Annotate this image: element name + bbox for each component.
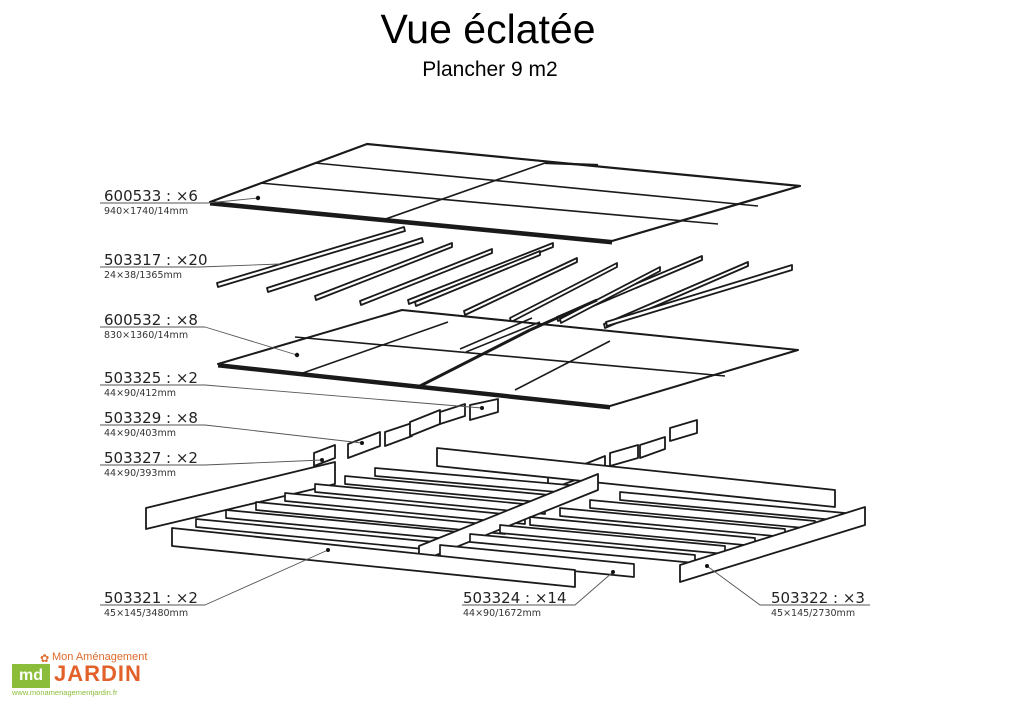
part-label-503324: 503324 : ×14 44×90/1672mm [463, 590, 567, 619]
brand-logo: ✿ Mon Aménagement md JARDIN www.monamena… [10, 650, 147, 700]
part-code: 503329 : ×8 [104, 409, 198, 427]
part-dimensions: 830×1360/14mm [104, 330, 189, 341]
part-label-600532: 600532 : ×8 830×1360/14mm [104, 312, 198, 341]
logo-url: www.monamenagementjardin.fr [12, 688, 118, 697]
part-dimensions: 24×38/1365mm [104, 270, 183, 281]
part-label-503329: 503329 : ×8 44×90/403mm [104, 410, 198, 439]
part-code: 503317 : ×20 [104, 251, 208, 269]
part-dimensions: 44×90/412mm [104, 388, 176, 399]
lower-floor-panel [217, 298, 799, 410]
front-rim-beam [171, 527, 576, 588]
part-label-503317: 503317 : ×20 24×38/1365mm [104, 252, 208, 281]
part-code: 600533 : ×6 [104, 187, 198, 205]
page-subtitle: Plancher 9 m2 [422, 58, 558, 81]
logo-tagline: Mon Aménagement [52, 651, 148, 663]
flower-icon: ✿ [40, 653, 50, 665]
part-code: 503322 : ×3 [771, 589, 865, 607]
part-label-600533: 600533 : ×6 940×1740/14mm [104, 188, 198, 217]
part-code: 503321 : ×2 [104, 589, 198, 607]
back-beam [436, 447, 836, 508]
logo-mark: md [12, 664, 50, 688]
blocking-left [313, 398, 499, 467]
part-code: 600532 : ×8 [104, 311, 198, 329]
part-dimensions: 45×145/3480mm [104, 608, 189, 619]
page-title: Vue éclatée [380, 6, 596, 52]
right-cross-beam [679, 506, 866, 583]
battens [216, 226, 793, 329]
logo-brand: JARDIN [54, 661, 142, 686]
part-label-503322: 503322 : ×3 45×145/2730mm [771, 590, 865, 619]
part-dimensions: 44×90/393mm [104, 468, 176, 479]
top-floor-panel [208, 142, 802, 245]
part-dimensions: 44×90/403mm [104, 428, 176, 439]
left-rim-beam [145, 461, 336, 530]
part-dimensions: 45×145/2730mm [771, 608, 856, 619]
part-label-503325: 503325 : ×2 44×90/412mm [104, 370, 198, 399]
leader-lines [100, 197, 870, 606]
part-label-503321: 503321 : ×2 45×145/3480mm [104, 590, 198, 619]
part-label-503327: 503327 : ×2 44×90/393mm [104, 450, 198, 479]
part-code: 503325 : ×2 [104, 369, 198, 387]
part-code: 503324 : ×14 [463, 589, 567, 607]
part-dimensions: 940×1740/14mm [104, 206, 189, 217]
part-code: 503327 : ×2 [104, 449, 198, 467]
joists-right [439, 491, 846, 578]
part-dimensions: 44×90/1672mm [463, 608, 542, 619]
